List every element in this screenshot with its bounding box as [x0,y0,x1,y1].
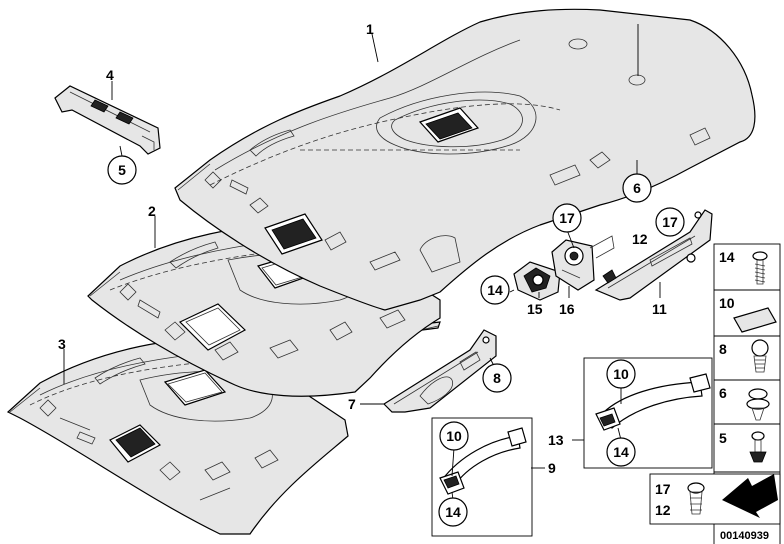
legend-label-10: 10 [719,295,735,311]
holder-15-drawing [513,261,561,301]
label-part-2: 2 [148,203,156,219]
callout-circle-10b [439,421,469,451]
legend-label-5: 5 [719,430,727,446]
bracket-11-drawing [594,209,713,301]
callout-text-8: 8 [493,370,501,386]
legend-label-8: 8 [719,341,727,357]
label-part-15: 15 [527,301,543,317]
callout-circles [107,155,685,527]
callout-text-14a: 14 [613,444,629,460]
label-part-13: 13 [548,432,564,448]
callout-circle-6 [622,173,652,203]
callout-circle-5 [107,155,137,185]
bracket-4-drawing [54,85,161,155]
direction-arrow-icon [722,474,778,518]
callout-text-10b: 10 [446,428,462,444]
callout-circle-14b [438,497,468,527]
label-part-3: 3 [58,336,66,352]
callout-circle-8 [482,363,512,393]
label-part-11: 11 [652,301,667,317]
bracket-7-drawing [383,329,497,413]
label-part-16: 16 [559,301,575,317]
callout-text-6: 6 [633,180,641,196]
callout-text-14b: 14 [445,504,461,520]
legend-label-6: 6 [719,385,727,401]
legend-label-17: 17 [655,481,671,497]
label-part-9: 9 [548,460,556,476]
legend-label-12: 12 [655,502,671,518]
callout-circle-10a [606,359,636,389]
catalog-number: 00140939 [720,530,769,542]
callout-text-17b: 17 [662,214,678,230]
callout-text-10a: 10 [613,366,629,382]
callout-text-17a: 17 [559,210,575,226]
legend-label-14: 14 [719,249,735,265]
callout-circle-17b [655,207,685,237]
label-part-4: 4 [106,67,114,83]
holder-16-drawing [551,235,615,291]
part-number-labels: 1 2 3 4 7 9 11 12 13 15 16 [58,21,667,476]
callout-circle-17a [552,203,582,233]
clip-12-17-drawing [687,482,705,515]
callout-circle-14c [480,275,510,305]
headliner-1-drawing [174,8,756,311]
callout-circle-14a [606,437,636,467]
grab-handle-13-drawing [595,373,711,431]
label-part-7: 7 [348,396,356,412]
callout-text-5: 5 [118,162,126,178]
label-part-12: 12 [632,231,648,247]
callout-circle-labels: 5 6 8 17 17 14 10 14 10 14 [118,162,678,520]
legend-labels: 14 10 8 6 5 17 12 [655,249,735,518]
label-part-1: 1 [366,21,374,37]
leader-lines [63,24,713,537]
callout-text-14c: 14 [487,282,503,298]
grab-handle-9-drawing [439,427,527,495]
